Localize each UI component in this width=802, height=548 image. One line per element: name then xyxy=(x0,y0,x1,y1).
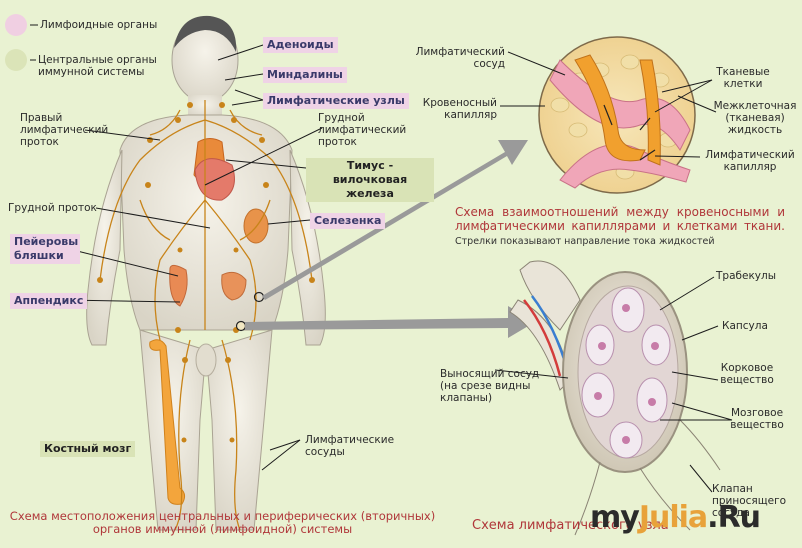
legend-pink-circle xyxy=(5,14,27,36)
watermark-logo: myJulia.Ru xyxy=(590,500,761,535)
medulla-label: Мозговое вещество xyxy=(730,407,784,431)
watermark-part3: .Ru xyxy=(707,500,761,535)
adenoids-label: Аденоиды xyxy=(263,37,338,53)
body-figure xyxy=(86,15,326,531)
legend-lymphoid-label: Лимфоидные органы xyxy=(40,19,158,31)
lymph-capillary-label: Лимфатический капилляр xyxy=(705,149,795,173)
tonsils-label: Миндалины xyxy=(263,67,347,83)
thoracic-lymph-duct-label: Грудной лимфатический проток xyxy=(318,112,407,148)
legend-green-circle xyxy=(5,49,27,71)
top-right-caption-note: Стрелки показывают направление тока жидк… xyxy=(455,236,715,247)
interstitial-fluid-label: Межклеточная (тканевая) жидкость xyxy=(713,100,797,136)
watermark-part1: my xyxy=(590,500,640,535)
lymph-node-drawing xyxy=(509,260,721,536)
top-right-caption: Схема взаимоотношений между кровеносными… xyxy=(455,205,785,249)
appendix-label: Аппендикс xyxy=(10,293,88,309)
capsule-label: Капсула xyxy=(722,320,768,332)
leader-lines xyxy=(30,24,733,493)
lymph-vessels-label: Лимфатические сосуды xyxy=(305,434,395,458)
watermark-part2: Julia xyxy=(638,500,708,535)
thymus-label: Тимус - вилочковая железа xyxy=(306,158,434,202)
blood-capillary-label: Кровеносный капилляр xyxy=(422,97,497,121)
tissue-cells-label: Тканевые клетки xyxy=(716,66,770,90)
peyer-patches-label: Пейеровы бляшки xyxy=(10,234,80,264)
spleen-label: Селезенка xyxy=(310,213,386,229)
capillary-circle xyxy=(538,36,696,194)
lymph-nodes-label: Лимфатические узлы xyxy=(263,93,409,109)
right-lymph-duct-label: Правый лимфатический проток xyxy=(20,112,109,148)
cortex-label: Корковое вещество xyxy=(720,362,774,386)
lymph-vessel-label: Лимфатический сосуд xyxy=(415,46,505,70)
arrow-to-capillaries xyxy=(262,140,528,300)
left-caption: Схема местоположения центральных и периф… xyxy=(9,509,436,536)
legend-central-label: Центральные органы иммунной системы xyxy=(38,54,157,78)
trabeculae-label: Трабекулы xyxy=(716,270,777,282)
node-caption: Схема лимфатического узла xyxy=(472,518,669,533)
top-right-caption-main: Схема взаимоотношений между кровеносными… xyxy=(455,205,785,233)
afferent-valve-label: Клапан приносящего сосуда xyxy=(712,483,787,519)
thoracic-duct-label: Грудной проток xyxy=(8,202,97,214)
arrow-to-node xyxy=(245,306,535,338)
bone-marrow-label: Костный мозг xyxy=(40,441,136,457)
efferent-vessel-label: Выносящий сосуд (на срезе видны клапаны) xyxy=(440,368,540,404)
